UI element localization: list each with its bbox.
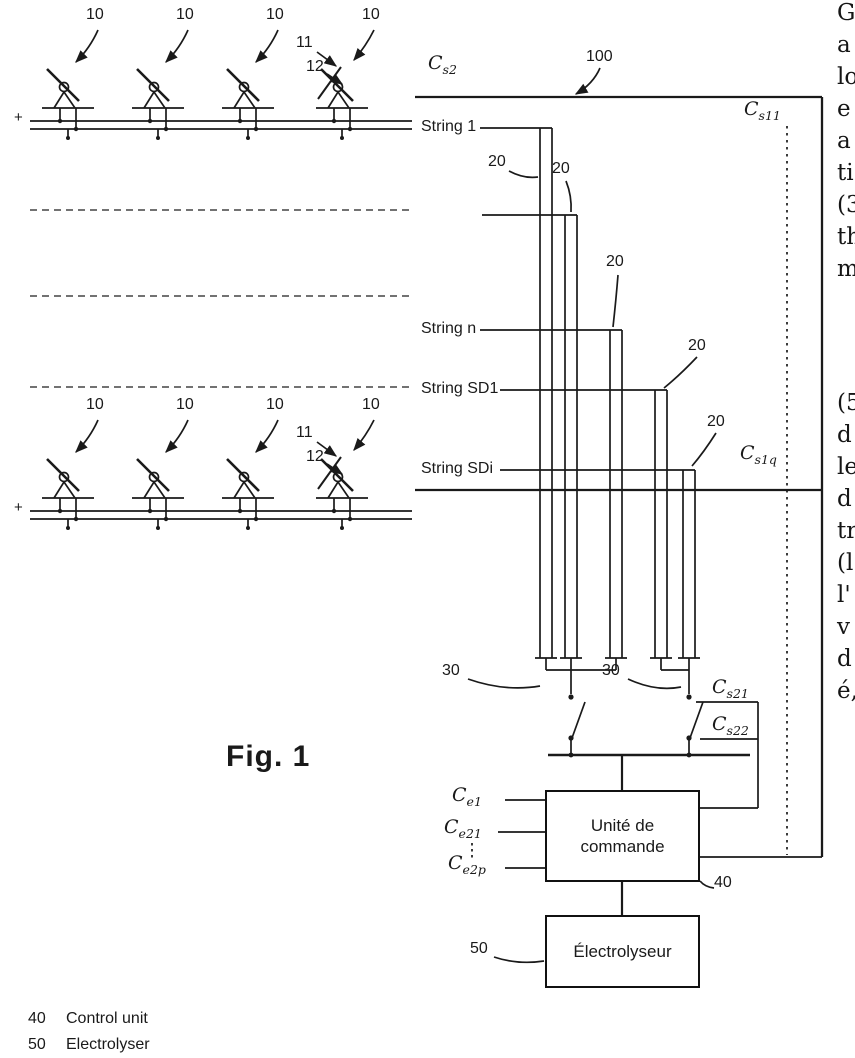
ref-label-11: 11 bbox=[296, 424, 313, 441]
ref-arrows-bottom bbox=[75, 419, 375, 475]
ref-arrow-100 bbox=[574, 67, 601, 95]
c-symbol: C bbox=[712, 713, 727, 735]
clipped-text-fragment: lo bbox=[837, 64, 855, 90]
ref-label-20: 20 bbox=[552, 160, 570, 177]
ref-label-50: 50 bbox=[470, 940, 488, 957]
ref-label-10: 10 bbox=[176, 396, 194, 413]
string-sd1-label: String SD1 bbox=[421, 380, 499, 397]
control-unit-box: Unité de commande bbox=[545, 790, 700, 882]
label-cs1q: Cs1q bbox=[740, 444, 777, 466]
clipped-text-fragment: (3 bbox=[837, 192, 855, 218]
legend-text-electrolyser: Electrolyser bbox=[66, 1036, 150, 1053]
ref-label-10: 10 bbox=[362, 6, 380, 23]
label-cs22: Cs22 bbox=[712, 715, 749, 737]
clipped-text-fragment: m bbox=[837, 256, 855, 282]
clipped-text-fragment: l' bbox=[837, 582, 851, 608]
clipped-text-fragment: th bbox=[837, 224, 855, 250]
dc-collector bbox=[548, 752, 750, 790]
ref-label-20: 20 bbox=[606, 253, 624, 270]
switch-left bbox=[568, 694, 586, 755]
control-command-lines bbox=[696, 701, 822, 858]
ref-label-12: 12 bbox=[306, 448, 324, 465]
continuation-dashed-lines bbox=[30, 209, 410, 388]
label-cs2: Cs2 bbox=[428, 54, 457, 76]
clipped-text-fragment: tr bbox=[837, 518, 855, 544]
electrolyser-box: Électrolyseur bbox=[545, 915, 700, 988]
clipped-text-fragment: d bbox=[837, 422, 852, 448]
clipped-text-fragment: (5 bbox=[837, 390, 855, 416]
legend-num-40: 40 bbox=[28, 1010, 46, 1027]
string-bus-pairs bbox=[535, 128, 700, 659]
label-ce21: Ce21 bbox=[444, 818, 482, 840]
bus-terminals bbox=[545, 658, 690, 694]
clipped-text-fragment: a bbox=[837, 128, 851, 154]
pv-array-bottom bbox=[30, 419, 412, 532]
ref-label-10: 10 bbox=[266, 396, 284, 413]
clipped-text-fragment: e bbox=[837, 96, 851, 122]
clipped-text-fragment: ti bbox=[837, 160, 854, 186]
c-symbol: C bbox=[740, 442, 755, 464]
c-subscript: e21 bbox=[458, 825, 482, 841]
ref-label-10: 10 bbox=[86, 6, 104, 23]
label-cs11: Cs11 bbox=[744, 100, 781, 122]
clipped-text-fragment: d bbox=[837, 646, 852, 672]
ref-label-11: 11 bbox=[296, 34, 313, 51]
figure-caption: Fig. 1 bbox=[226, 740, 311, 773]
clipped-text-fragment: G bbox=[837, 0, 855, 26]
c-symbol: C bbox=[452, 784, 467, 806]
c-subscript: e1 bbox=[466, 793, 482, 809]
clipped-text-fragment: d bbox=[837, 486, 852, 512]
ref-label-20: 20 bbox=[688, 337, 706, 354]
c-symbol: C bbox=[444, 816, 459, 838]
clipped-text-fragment: le bbox=[837, 454, 855, 480]
ref-label-10: 10 bbox=[266, 6, 284, 23]
clipped-text-fragment: é, bbox=[837, 678, 855, 704]
c-subscript: s11 bbox=[758, 107, 781, 123]
legend-num-50: 50 bbox=[28, 1036, 46, 1053]
ref-label-10: 10 bbox=[176, 6, 194, 23]
control-unit-label-line1: Unité de bbox=[590, 815, 655, 835]
ref-label-10: 10 bbox=[86, 396, 104, 413]
c-subscript: s2 bbox=[442, 61, 457, 77]
c-subscript: e2p bbox=[462, 861, 486, 877]
clipped-text-fragment: a bbox=[837, 32, 851, 58]
ref-label-20: 20 bbox=[707, 413, 725, 430]
string-n-label: String n bbox=[421, 320, 477, 337]
c-symbol: C bbox=[744, 98, 759, 120]
polarity-plus-label: + bbox=[14, 499, 23, 516]
ref-arrows-top bbox=[75, 29, 375, 85]
ref-label-30: 30 bbox=[442, 662, 460, 679]
ref-label-100: 100 bbox=[586, 48, 613, 65]
string-1-label: String 1 bbox=[421, 118, 477, 135]
string-lines bbox=[480, 127, 695, 471]
electrolyser-label: Électrolyseur bbox=[573, 941, 672, 961]
main-rails bbox=[415, 95, 824, 857]
clipped-text-fragment: v bbox=[837, 614, 850, 640]
ref-label-10: 10 bbox=[362, 396, 380, 413]
c-symbol: C bbox=[712, 676, 727, 698]
ref-label-40: 40 bbox=[714, 874, 732, 891]
c-subscript: s22 bbox=[726, 722, 749, 738]
pv-array-top bbox=[30, 29, 412, 142]
c-subscript: s1q bbox=[754, 451, 777, 467]
ref-label-20: 20 bbox=[488, 153, 506, 170]
c-symbol: C bbox=[428, 52, 443, 74]
string-network bbox=[415, 67, 824, 964]
label-ce1: Ce1 bbox=[452, 786, 482, 808]
control-input-lines bbox=[471, 799, 545, 869]
control-unit-label-line2: commande bbox=[580, 837, 665, 856]
label-ce2p: Ce2p bbox=[448, 854, 486, 876]
reference-leader-lines bbox=[467, 170, 717, 964]
string-sdi-label: String SDi bbox=[421, 460, 494, 477]
switch-right bbox=[686, 694, 704, 755]
label-cs21: Cs21 bbox=[712, 678, 749, 700]
ref-label-30: 30 bbox=[602, 662, 620, 679]
legend-text-control-unit: Control unit bbox=[66, 1010, 148, 1027]
c-subscript: s21 bbox=[726, 685, 749, 701]
ref-label-12: 12 bbox=[306, 58, 324, 75]
c-symbol: C bbox=[448, 852, 463, 874]
polarity-plus-label: + bbox=[14, 109, 23, 126]
clipped-text-fragment: (l bbox=[837, 550, 854, 576]
